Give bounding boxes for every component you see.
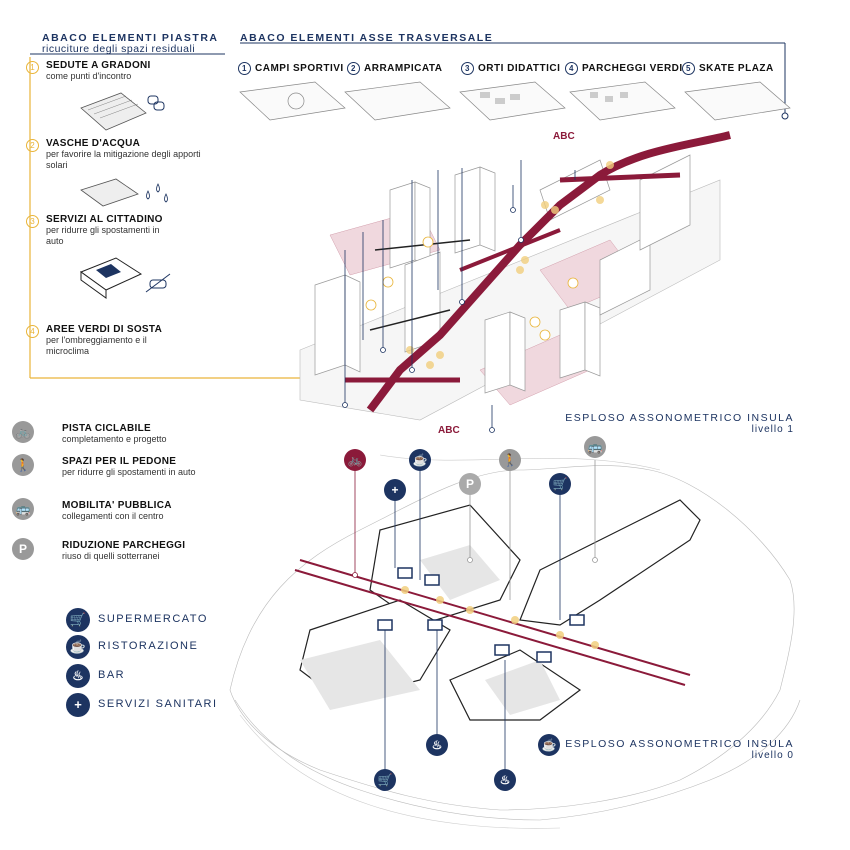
level0-title: ESPLOSO ASSONOMETRICO INSULA <box>565 738 794 750</box>
legend-sanitari: + SERVIZI SANITARI <box>66 693 218 717</box>
piastra-header: ABACO ELEMENTI PIASTRA <box>42 32 219 44</box>
coffee-cup-icon: ♨ <box>426 734 448 756</box>
asse-num-5: 5 <box>682 62 695 75</box>
asse-item-2: 2 ARRAMPICATA <box>347 62 442 75</box>
bus-icon: 🚌 <box>12 498 34 520</box>
piastra-item-1: 1 SEDUTE A GRADONI come punti d'incontro <box>26 60 196 82</box>
bicycle-icon: 🚲 <box>344 449 366 471</box>
legend-bicycle-desc: completamento e progetto <box>62 434 167 444</box>
legend-bus: 🚌 MOBILITA' PUBBLICA collegamenti con il… <box>12 498 172 522</box>
legend-parking: P RIDUZIONE PARCHEGGI riuso di quelli so… <box>12 538 186 562</box>
asse-item-3: 3 ORTI DIDATTICI <box>461 62 560 75</box>
parking-icon: P <box>12 538 34 560</box>
chef-hat-icon: ☕ <box>409 449 431 471</box>
plus-icon: + <box>384 479 406 501</box>
asse-header: ABACO ELEMENTI ASSE TRASVERSALE <box>240 32 494 44</box>
parking-icon: P <box>459 473 481 495</box>
asse-title-2: ARRAMPICATA <box>364 63 443 74</box>
abc-marker-top: ABC <box>553 131 575 142</box>
legend-supermercato-label: SUPERMERCATO <box>98 613 208 625</box>
piastra-num-1: 1 <box>26 61 39 74</box>
legend-sanitari-label: SERVIZI SANITARI <box>98 698 218 710</box>
asse-title-4: PARCHEGGI VERDI <box>582 63 683 74</box>
asse-title-1: CAMPI SPORTIVI <box>255 63 344 74</box>
piastra-title-3: SERVIZI AL CITTADINO <box>46 214 163 225</box>
level1-subtitle: livello 1 <box>751 424 794 435</box>
legend-bicycle: 🚲 PISTA CICLABILE completamento e proget… <box>12 421 167 445</box>
legend-bicycle-title: PISTA CICLABILE <box>62 423 151 434</box>
pedestrian-icon: 🚶 <box>499 449 521 471</box>
plus-icon: + <box>66 693 90 717</box>
bicycle-icon: 🚲 <box>12 421 34 443</box>
level1-title: ESPLOSO ASSONOMETRICO INSULA <box>565 412 794 424</box>
legend-parking-title: RIDUZIONE PARCHEGGI <box>62 540 186 551</box>
piastra-desc-3: per ridurre gli spostamenti in auto <box>46 225 160 246</box>
level0-subtitle: livello 0 <box>751 750 794 761</box>
legend-supermercato: 🛒 SUPERMERCATO <box>66 608 208 632</box>
legend-pedestrian-desc: per ridurre gli spostamenti in auto <box>62 467 196 477</box>
asse-item-5: 5 SKATE PLAZA <box>682 62 774 75</box>
abc-marker-bottom: ABC <box>438 425 460 436</box>
asse-item-1: 1 CAMPI SPORTIVI <box>238 62 344 75</box>
legend-pedestrian-title: SPAZI PER IL PEDONE <box>62 456 177 467</box>
coffee-cup-icon: ♨ <box>66 664 90 688</box>
legend-parking-desc: riuso di quelli sotterranei <box>62 551 160 561</box>
legend-bar-label: BAR <box>98 669 126 681</box>
asse-num-1: 1 <box>238 62 251 75</box>
chef-hat-icon: ☕ <box>538 734 560 756</box>
piastra-item-4: 4 AREE VERDI DI SOSTA per l'ombreggiamen… <box>26 324 176 357</box>
vasche-illustration <box>80 178 168 207</box>
asse-num-2: 2 <box>347 62 360 75</box>
basket-icon: 🛒 <box>549 473 571 495</box>
asse-item-4: 4 PARCHEGGI VERDI <box>565 62 683 75</box>
coffee-cup-icon: ♨ <box>494 769 516 791</box>
piastra-desc-4: per l'ombreggiamento e il microclima <box>46 335 147 356</box>
piastra-title-1: SEDUTE A GRADONI <box>46 60 151 71</box>
chef-hat-icon: ☕ <box>66 635 90 659</box>
piastra-num-2: 2 <box>26 139 39 152</box>
asse-num-4: 4 <box>565 62 578 75</box>
asse-title-5: SKATE PLAZA <box>699 63 774 74</box>
legend-ristorazione-label: RISTORAZIONE <box>98 640 199 652</box>
piastra-num-4: 4 <box>26 325 39 338</box>
bus-icon: 🚌 <box>584 436 606 458</box>
legend-bus-desc: collegamenti con il centro <box>62 511 164 521</box>
basket-icon: 🛒 <box>66 608 90 632</box>
legend-bus-title: MOBILITA' PUBBLICA <box>62 500 172 511</box>
piastra-title-2: VASCHE D'ACQUA <box>46 138 141 149</box>
piastra-subtitle: ricuciture degli spazi residuali <box>42 43 196 55</box>
basket-icon: 🛒 <box>374 769 396 791</box>
legend-ristorazione: ☕ RISTORAZIONE <box>66 635 199 659</box>
piastra-desc-2: per favorire la mitigazione degli apport… <box>46 149 201 170</box>
asse-title-3: ORTI DIDATTICI <box>478 63 561 74</box>
piastra-desc-1: come punti d'incontro <box>46 71 132 81</box>
piastra-title-4: AREE VERDI DI SOSTA <box>46 324 163 335</box>
pedestrian-icon: 🚶 <box>12 454 34 476</box>
piastra-item-2: 2 VASCHE D'ACQUA per favorire la mitigaz… <box>26 138 206 171</box>
piastra-num-3: 3 <box>26 215 39 228</box>
legend-pedestrian: 🚶 SPAZI PER IL PEDONE per ridurre gli sp… <box>12 454 222 478</box>
asse-num-3: 3 <box>461 62 474 75</box>
servizi-illustration <box>79 257 171 299</box>
gradoni-illustration <box>80 92 165 131</box>
legend-bar: ♨ BAR <box>66 664 126 688</box>
piastra-item-3: 3 SERVIZI AL CITTADINO per ridurre gli s… <box>26 214 166 247</box>
